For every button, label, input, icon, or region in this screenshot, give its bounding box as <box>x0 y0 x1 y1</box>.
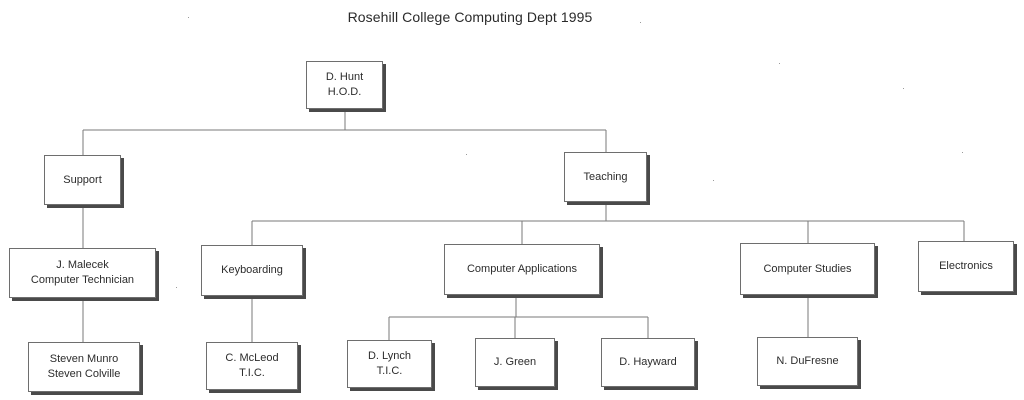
node-technician: J. Malecek Computer Technician <box>9 248 156 298</box>
node-dufresne-name: N. DuFresne <box>776 355 839 367</box>
node-technician-name: J. Malecek <box>56 259 109 271</box>
node-lynch-role: T.I.C. <box>376 365 403 377</box>
node-hayward-name: D. Hayward <box>619 356 677 368</box>
node-teaching: Teaching <box>564 152 647 202</box>
scan-speck <box>176 287 177 288</box>
node-hod-name: D. Hunt <box>325 71 364 83</box>
node-green: J. Green <box>475 338 555 387</box>
node-support: Support <box>44 155 121 205</box>
node-electronics: Electronics <box>918 241 1014 292</box>
scan-speck <box>466 154 467 155</box>
node-green-name: J. Green <box>493 356 537 368</box>
node-technician-role: Computer Technician <box>30 274 135 286</box>
node-teaching-label: Teaching <box>583 170 628 183</box>
node-support-staff: Steven Munro Steven Colville <box>28 342 140 392</box>
node-computer-studies-label: Computer Studies <box>763 262 852 275</box>
scan-speck <box>640 22 641 23</box>
node-keyboarding-tic-name: C. McLeod <box>225 352 279 364</box>
node-keyboarding-label: Keyboarding <box>221 264 283 276</box>
node-hayward: D. Hayward <box>601 338 695 387</box>
scan-speck <box>903 88 904 89</box>
node-hod-role: H.O.D. <box>327 86 362 98</box>
scan-speck <box>713 180 714 181</box>
scan-speck <box>779 63 780 64</box>
node-computer-applications: Computer Applications <box>444 244 600 295</box>
node-support-staff-1: Steven Munro <box>49 353 119 365</box>
node-computer-applications-label: Computer Applications <box>466 263 578 275</box>
scan-speck <box>962 152 963 153</box>
node-dufresne: N. DuFresne <box>757 337 858 386</box>
node-support-label: Support <box>63 173 102 186</box>
node-hod: D. Hunt H.O.D. <box>306 61 383 109</box>
chart-title: Rosehill College Computing Dept 1995 <box>347 9 593 25</box>
node-keyboarding-tic: C. McLeod T.I.C. <box>206 342 298 390</box>
node-lynch: D. Lynch T.I.C. <box>347 340 432 388</box>
node-electronics-label: Electronics <box>939 260 993 272</box>
node-lynch-name: D. Lynch <box>367 350 411 362</box>
scan-speck <box>188 17 189 18</box>
node-computer-studies: Computer Studies <box>740 243 875 295</box>
node-keyboarding-tic-role: T.I.C. <box>239 367 265 379</box>
node-support-staff-2: Steven Colville <box>47 368 121 380</box>
node-keyboarding: Keyboarding <box>201 245 303 296</box>
